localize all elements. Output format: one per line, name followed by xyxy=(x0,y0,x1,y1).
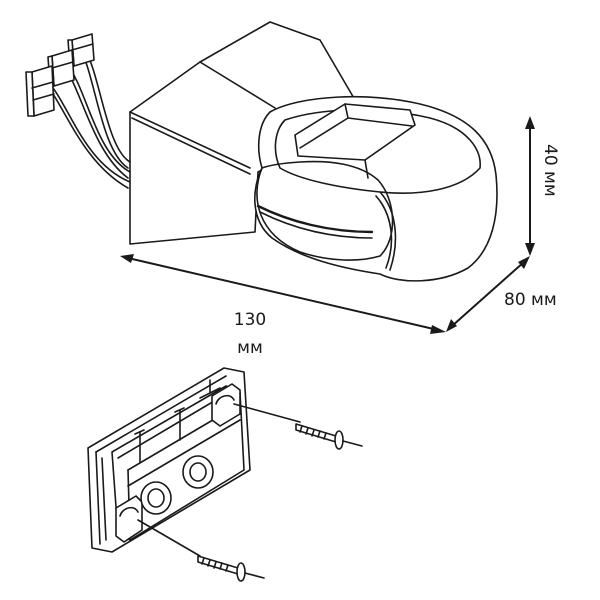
screw-guide-lines xyxy=(137,403,301,557)
cable-hole-1 xyxy=(140,481,172,515)
housing-base-edge xyxy=(129,111,251,169)
sensor-housing xyxy=(129,21,498,282)
dimension-depth xyxy=(446,256,530,332)
housing-base-top-edge xyxy=(199,61,276,109)
terminal-block-3 xyxy=(25,65,55,117)
dimension-length xyxy=(120,254,446,334)
screw-top xyxy=(295,423,363,450)
bracket-screw-slot-bottom xyxy=(115,495,143,543)
height-label: 40 мм xyxy=(540,144,560,197)
length-unit-label: мм xyxy=(237,338,263,358)
cable-hole-2 xyxy=(182,455,214,489)
wire-connectors xyxy=(25,33,131,189)
dimension-height xyxy=(525,116,535,256)
screw-bottom xyxy=(197,555,265,582)
length-value-label: 130 xyxy=(234,310,266,330)
depth-label: 80 мм xyxy=(504,290,557,310)
mounting-bracket xyxy=(87,367,251,553)
bracket-screw-slot-top xyxy=(211,383,241,427)
sensor-lens-seam xyxy=(256,204,374,234)
